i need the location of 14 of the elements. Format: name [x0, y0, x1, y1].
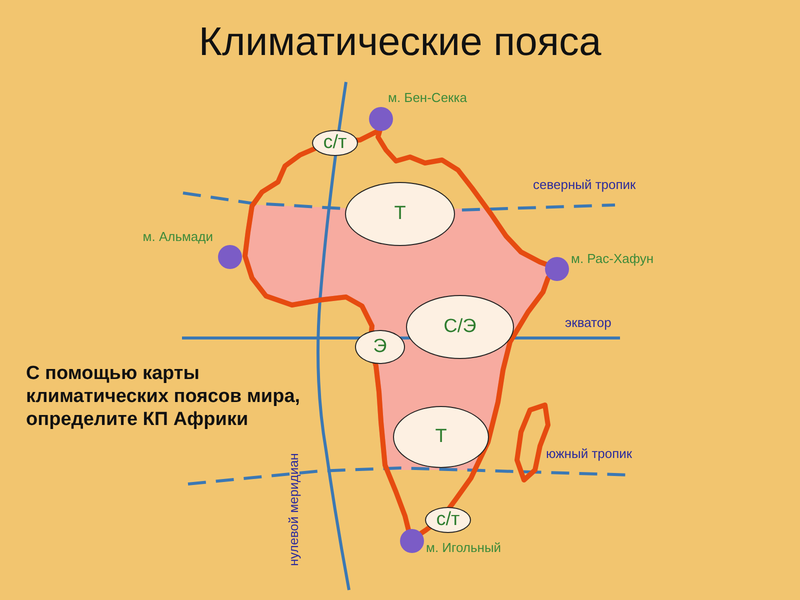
zone-ellipse: с/т: [425, 507, 471, 533]
task-text: С помощью карты климатических поясов мира, определите КП Африки: [26, 362, 302, 431]
cape-label: м. Рас-Хафун: [571, 251, 654, 266]
cape-label: м. Бен-Секка: [388, 90, 467, 105]
title: Климатические пояса: [198, 20, 602, 65]
cape-label: м. Альмади: [142, 229, 213, 244]
zone-ellipse: с/т: [312, 130, 358, 156]
line-label: северный тропик: [533, 177, 636, 192]
zone-ellipse: Т: [345, 182, 455, 246]
line-label: южный тропик: [546, 446, 632, 461]
cape-label: м. Игольный: [426, 540, 502, 555]
line-label: нулевой меридиан: [286, 453, 301, 566]
line-label: экватор: [565, 315, 612, 330]
zone-ellipse: Э: [355, 330, 405, 364]
